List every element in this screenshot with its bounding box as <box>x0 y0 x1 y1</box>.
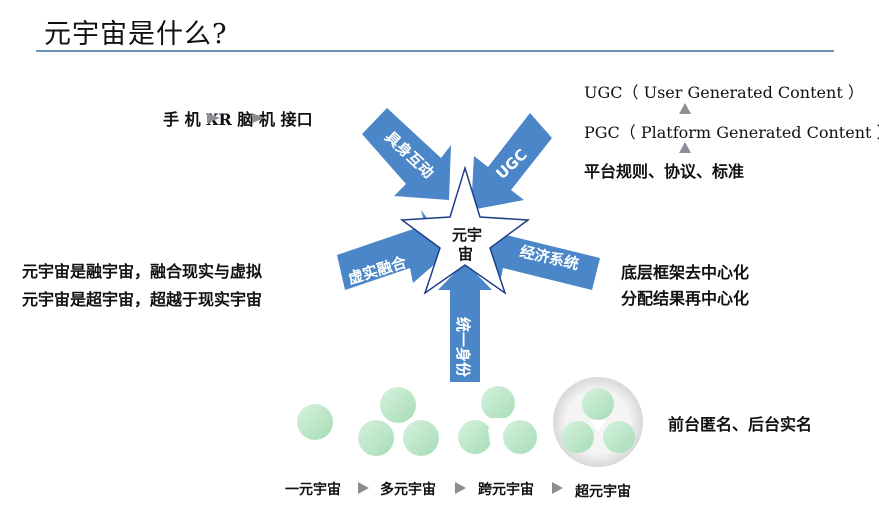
economy-line-1: 底层框架去中心化 <box>621 263 750 282</box>
arrow-bottom: 统一身份 <box>438 262 492 382</box>
arrow-top-right: UGC <box>471 113 552 210</box>
up-arrow-icon <box>679 142 691 153</box>
arrow-top-left: 具身互动 <box>362 108 451 200</box>
title-divider <box>36 50 834 52</box>
scale-arrow-icon <box>552 482 563 494</box>
center-label-line-1: 元宇 <box>452 226 482 244</box>
device-arrow-icon <box>252 113 265 123</box>
fusion-description: 元宇宙是融宇宙，融合现实与虚拟 元宇宙是超宇宙，超越于现实宇宙 <box>22 258 262 314</box>
scale-arrow-icon <box>455 482 466 494</box>
fusion-line-2: 元宇宙是超宇宙，超越于现实宇宙 <box>22 290 263 309</box>
arrow-label-identity: 统一身份 <box>454 317 472 378</box>
up-arrow-icon <box>679 103 691 114</box>
scale-label-single: 一元宇宙 <box>285 482 341 498</box>
economy-description: 底层框架去中心化 分配结果再中心化 <box>621 260 749 312</box>
device-arrow-icon <box>207 113 220 123</box>
center-label-line-2: 宙 <box>458 245 473 263</box>
economy-line-2: 分配结果再中心化 <box>621 289 750 308</box>
fusion-line-1: 元宇宙是融宇宙，融合现实与虚拟 <box>22 262 263 281</box>
anonymity-text: 前台匿名、后台实名 <box>668 415 813 434</box>
scale-label-multi: 多元宇宙 <box>380 482 436 498</box>
bubble-multi <box>358 387 439 456</box>
device-text: 手 机 XR 脑 机 接口 <box>163 110 313 129</box>
scale-label-super: 超元宇宙 <box>575 484 631 500</box>
scale-label-cross: 跨元宇宙 <box>478 482 534 498</box>
scale-arrow-icon <box>358 482 369 494</box>
ugc-line: UGC（ User Generated Content ） <box>584 83 864 102</box>
platform-rules-line: 平台规则、协议、标准 <box>584 162 745 181</box>
pgc-line: PGC（ Platform Generated Content ） <box>584 123 879 142</box>
device-list-text: 手 机 XR 脑 机 接口 <box>163 106 313 130</box>
page-title: 元宇宙是什么? <box>44 19 228 50</box>
bubble-single <box>297 404 333 440</box>
bubble-super <box>553 377 643 467</box>
center-star-icon <box>399 165 531 295</box>
bubble-cross <box>458 386 537 454</box>
